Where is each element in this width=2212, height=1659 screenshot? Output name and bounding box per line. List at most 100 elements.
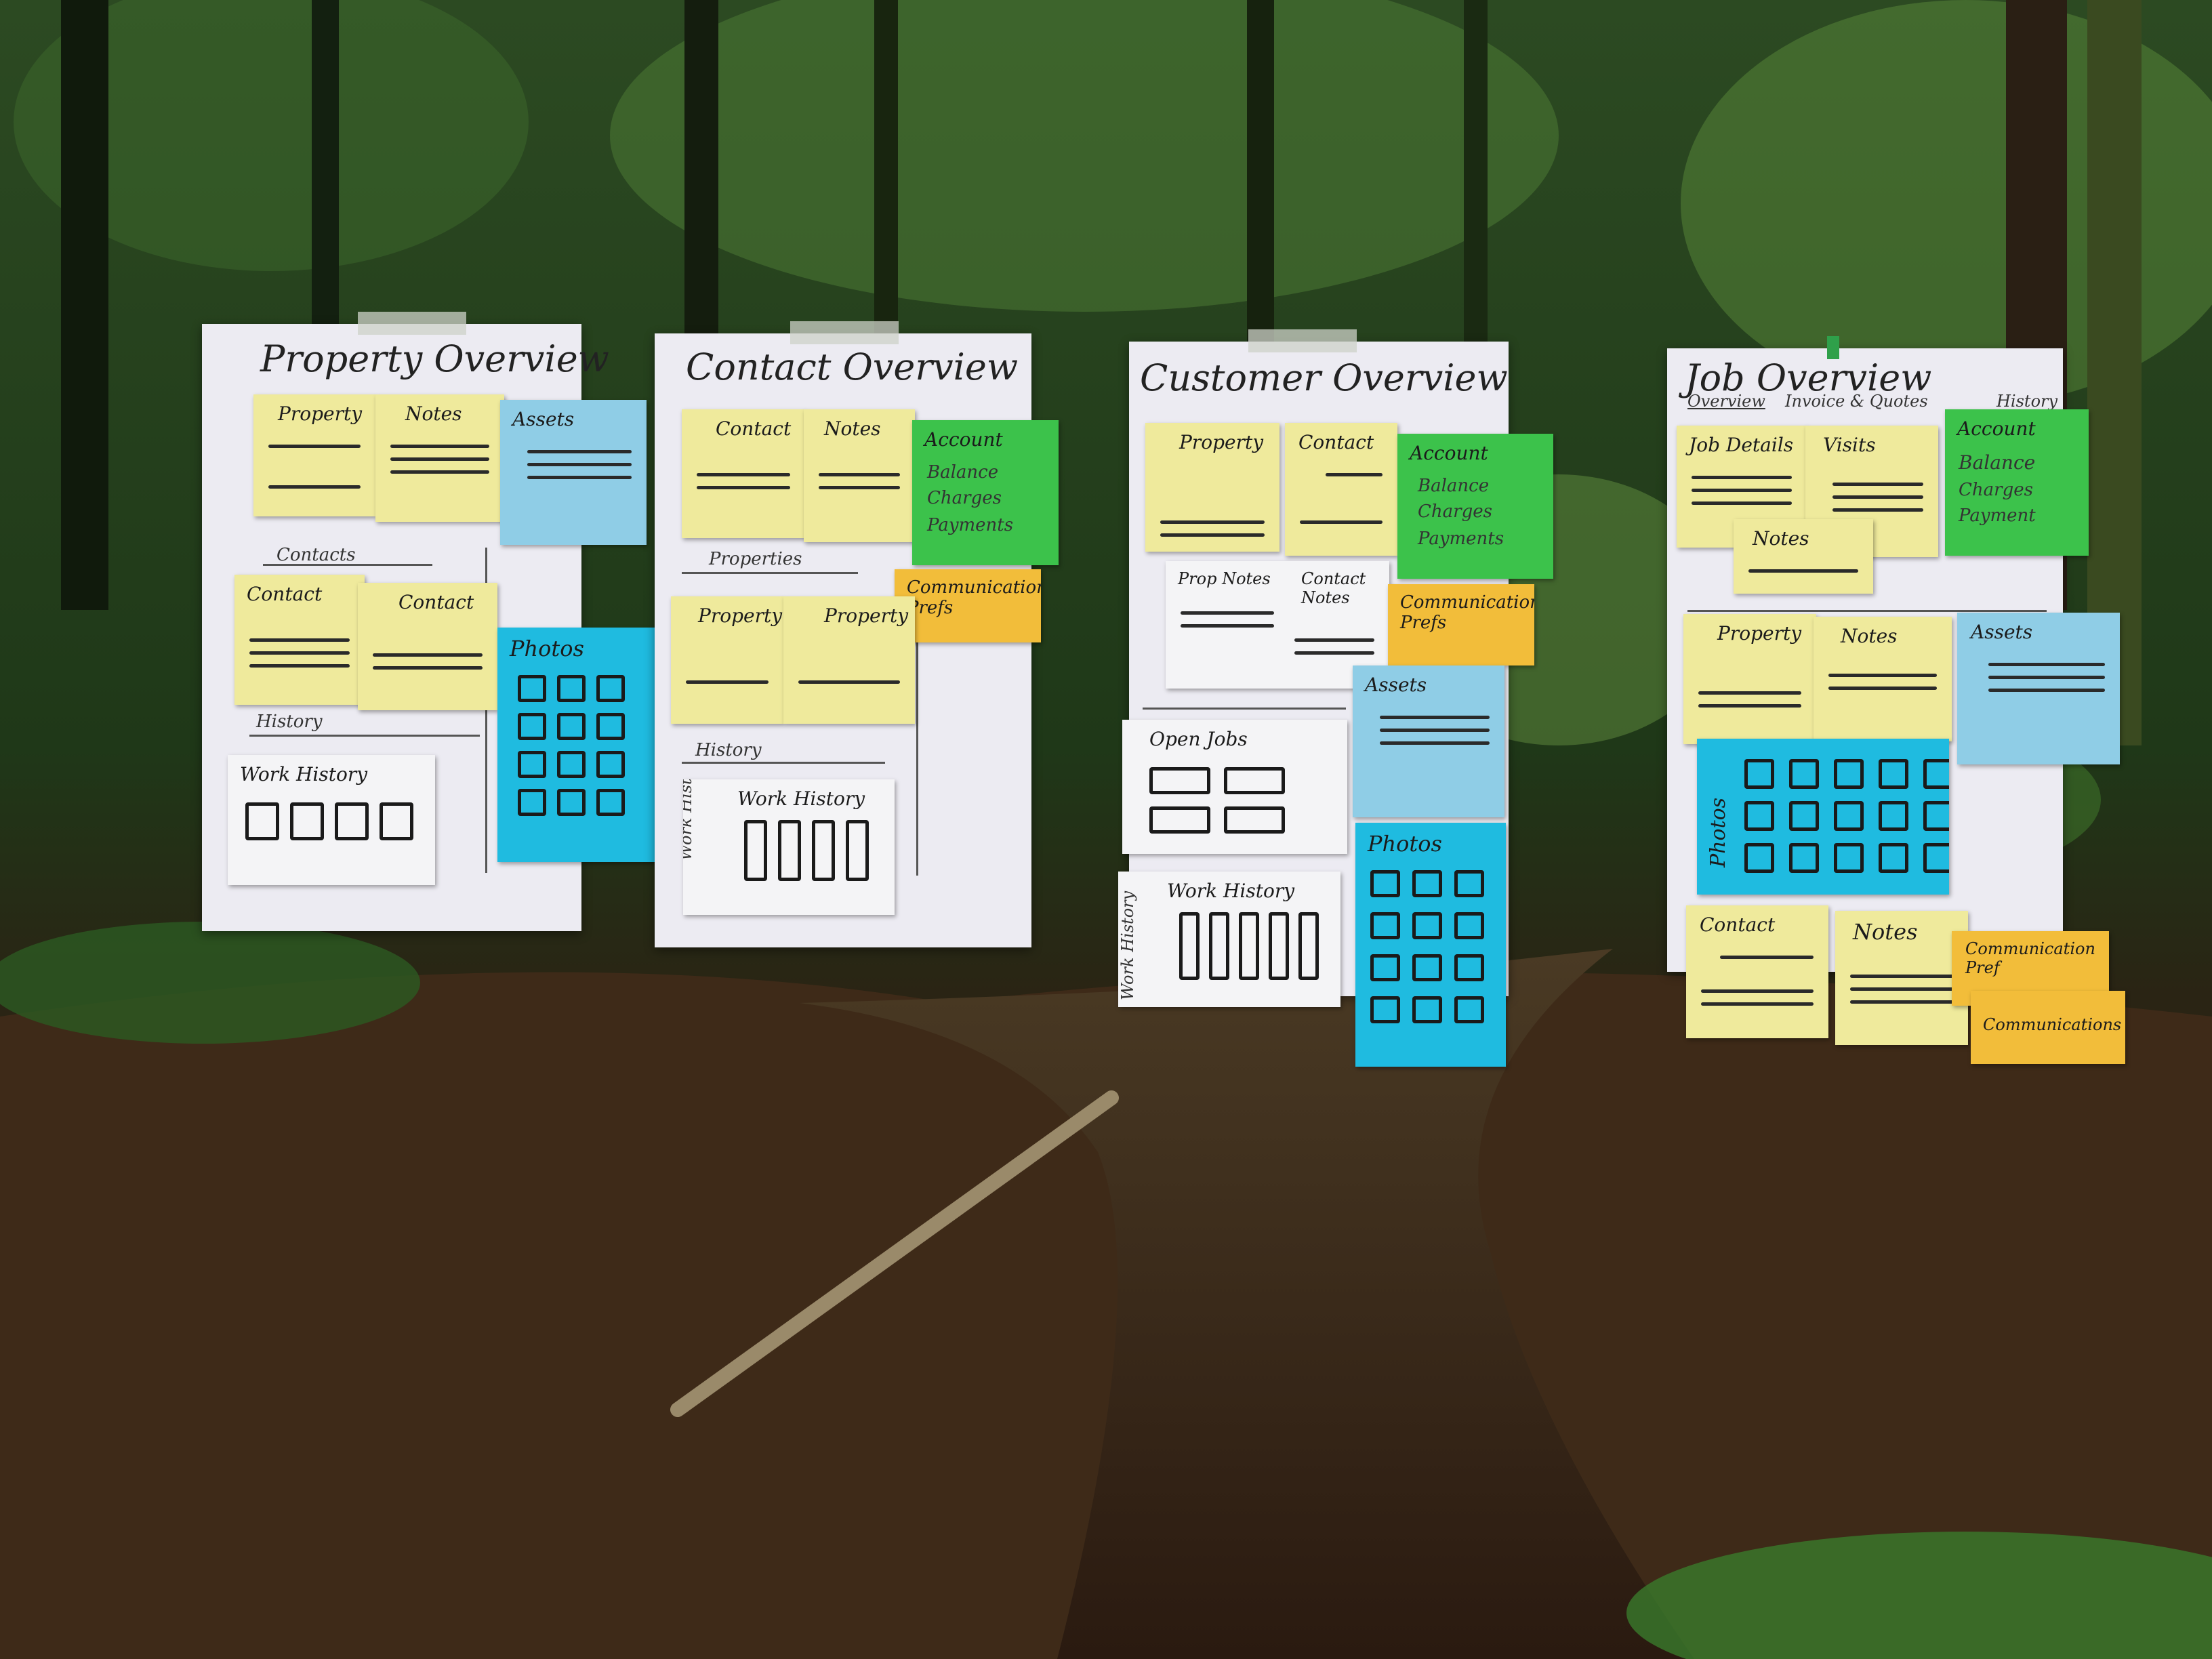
note-label: Notes (405, 403, 462, 425)
sketch-lines (390, 435, 489, 483)
divider (485, 548, 487, 873)
history-boxes (245, 802, 413, 840)
photos-note: Photos (1697, 739, 1949, 895)
photo-thumbnails (1370, 870, 1484, 1023)
sketch-lines (1294, 629, 1374, 664)
job-boxes (1149, 767, 1285, 834)
account-line: Balance (927, 462, 999, 483)
house-icon-label: Property (278, 403, 363, 425)
work-history-card: Work History (228, 755, 435, 885)
account-line: Payments (927, 515, 1014, 535)
divider (1687, 610, 2047, 612)
contact-note: Contact (1285, 423, 1397, 556)
history-boxes (1179, 912, 1319, 980)
note-label: Photos (510, 636, 584, 661)
sketch-lines (373, 644, 483, 679)
tape (358, 312, 466, 335)
note-label: Notes (1841, 625, 1898, 647)
tape (790, 321, 899, 344)
divider (682, 762, 885, 764)
divider (682, 572, 858, 574)
board-title: Contact Overview (686, 346, 1019, 388)
notes-note: Notes (1814, 617, 1952, 741)
note-label: Prop Notes (1178, 569, 1271, 588)
property-note-1: Property (671, 596, 783, 724)
sketch-lines (686, 671, 769, 693)
sketch-lines (1850, 965, 1953, 1013)
sketch-lines (1988, 653, 2105, 701)
sketch-lines (249, 629, 350, 677)
section-label: History (256, 712, 323, 732)
sketch-lines (1300, 511, 1382, 533)
note-label: Property (1717, 622, 1802, 644)
contact-note: Contact (682, 409, 805, 538)
sketch-lines (1326, 464, 1382, 486)
note-label: Contact Notes (1301, 569, 1366, 607)
tape (1827, 336, 1839, 359)
property-note: Property (253, 394, 375, 516)
property-note: Property (1145, 423, 1279, 552)
note-label: Open Jobs (1149, 728, 1248, 750)
property-note: Property (1683, 614, 1816, 744)
sketch-lines (1748, 560, 1858, 582)
note-label: Contact (716, 417, 792, 440)
note-label: Account (924, 428, 1003, 451)
note-label: Assets (1365, 674, 1427, 696)
contact-note: Contact (1686, 905, 1828, 1038)
account-line: Charges (1418, 501, 1492, 522)
note-label: Property (1179, 431, 1264, 453)
sketch-lines (1832, 473, 1923, 521)
divider (916, 591, 918, 876)
property-note-2: Property (783, 596, 915, 724)
board-title: Property Overview (260, 337, 609, 380)
account-line: Charges (927, 488, 1002, 508)
note-label: Contact (1700, 914, 1776, 936)
divider (263, 564, 432, 566)
tab-invoice-quotes: Invoice & Quotes (1785, 392, 1928, 411)
sketch-lines (1701, 980, 1814, 1015)
notes-note-2: Notes (1835, 911, 1968, 1045)
account-line: Balance (1959, 451, 2036, 474)
board-title: Customer Overview (1140, 356, 1508, 399)
divider (249, 735, 480, 737)
section-label: Properties (709, 549, 802, 569)
communications-note: Communications (1971, 991, 2125, 1064)
tab-overview: Overview (1687, 392, 1765, 411)
tape (1248, 329, 1357, 352)
photo-thumbnails (1744, 759, 1949, 873)
note-label: Assets (512, 408, 575, 430)
open-jobs-card: Open Jobs (1122, 720, 1347, 854)
sketch-lines (268, 476, 361, 498)
account-line: Payments (1418, 529, 1504, 549)
sketch-lines (798, 671, 900, 693)
account-line: Charges (1959, 480, 2033, 500)
side-label: Work History (1118, 890, 1137, 1000)
note-label: Notes (1753, 527, 1809, 550)
note-label: Work History (1167, 880, 1295, 902)
board-title: Job Overview (1685, 356, 1932, 399)
note-label: Notes (1853, 919, 1918, 945)
note-label: Job Details (1689, 434, 1794, 456)
photo-thumbnails (518, 675, 625, 816)
side-label: Photos (1706, 797, 1730, 867)
sketch-lines (1698, 682, 1801, 717)
communication-prefs-note: Communication Prefs (895, 569, 1041, 642)
history-boxes (744, 820, 869, 881)
note-label: Contact (1298, 431, 1374, 453)
sketch-lines (268, 435, 361, 457)
note-label: Visits (1823, 434, 1876, 456)
sketch-lines (1380, 706, 1490, 754)
sketch-lines (819, 464, 900, 499)
note-label: Assets (1971, 621, 2033, 643)
assets-note: Assets (500, 400, 647, 545)
photos-note: Photos (497, 628, 655, 862)
note-label: Communication Prefs (907, 577, 1041, 618)
account-note: Account Balance Charges Payments (1397, 434, 1553, 579)
note-label: Photos (1368, 831, 1442, 857)
note-label: Communication Pref (1965, 939, 2095, 977)
sketch-lines (1720, 946, 1814, 968)
note-label: Notes (824, 417, 881, 440)
contact-note-2: Contact (358, 583, 497, 710)
tab-history: History (1996, 392, 2058, 411)
account-note: Account Balance Charges Payments (912, 420, 1059, 565)
